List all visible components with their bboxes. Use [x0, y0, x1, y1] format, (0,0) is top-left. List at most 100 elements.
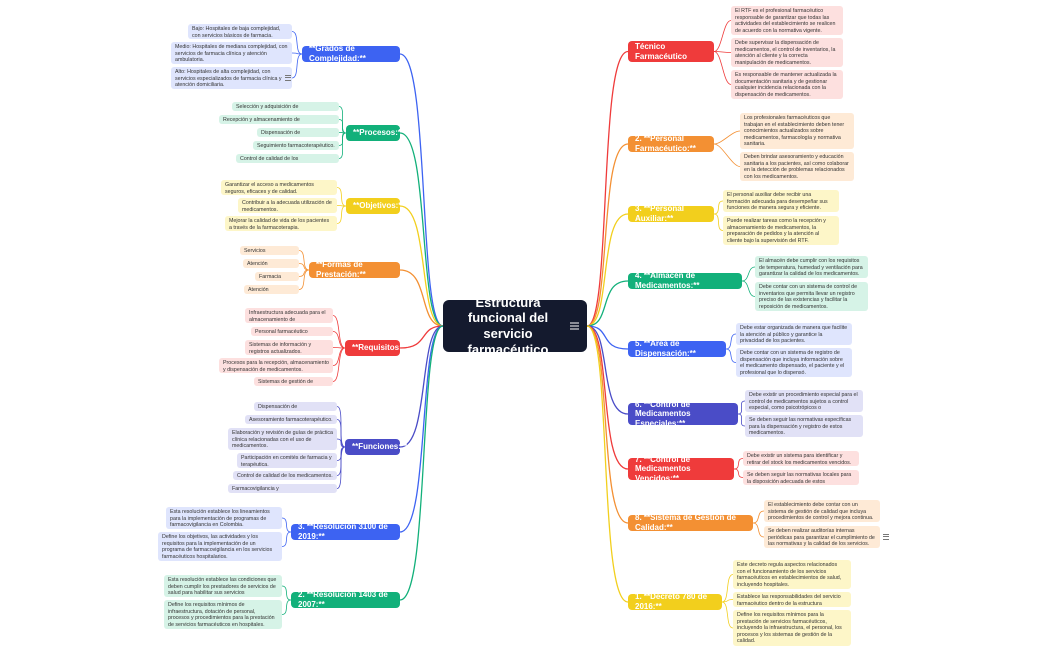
left-branch-2-item[interactable]: Selección y adquisición de medicamentos. [232, 102, 339, 111]
left-branch-label: **Funciones:** [352, 442, 408, 452]
connector-right-5 [586, 325, 629, 350]
right-branch-4-item[interactable]: Debe contar con un sistema de control de… [755, 282, 868, 311]
left-branch-5-item[interactable]: Sistemas de información y registros actu… [245, 340, 333, 355]
left-branch-6-item[interactable]: Dispensación de medicamentos. [254, 402, 337, 411]
left-branch-8-item[interactable]: Define los requisitos mínimos de infraes… [164, 600, 282, 629]
leaf-connector [281, 585, 292, 601]
left-branch-3[interactable]: **Objetivos:** [346, 198, 405, 214]
leaf-connector [332, 347, 346, 382]
left-branch-3-item[interactable]: Contribuir a la adecuada utilización de … [238, 198, 337, 213]
left-branch-5-item[interactable]: Procesos para la recepción, almacenamien… [219, 358, 333, 373]
leaf-connector [291, 31, 303, 55]
right-branch-3-item[interactable]: El personal auxiliar debe recibir una fo… [723, 190, 839, 212]
right-branch-8[interactable]: 8. **Sistema de Gestión de Calidad:** [628, 513, 753, 532]
right-branch-label: 2. **Personal Farmacéutico:** [635, 134, 696, 153]
note-lines-icon[interactable] [883, 532, 889, 541]
left-branch-6-item[interactable]: Control de calidad de los medicamentos. [233, 471, 337, 480]
left-branch-2[interactable]: **Procesos:** [346, 125, 404, 141]
left-branch-2-item[interactable]: Dispensación de medicamentos. [257, 128, 339, 137]
leaf-connector [741, 266, 756, 282]
right-branch-9-item[interactable]: Define los requisitos mínimos para la pr… [733, 610, 851, 646]
leaf-connector [721, 574, 734, 603]
connector-left-3 [399, 205, 444, 327]
right-branch-6-item[interactable]: Se deben seguir las normativas específic… [745, 415, 863, 437]
connector-left-6 [399, 325, 444, 448]
left-branch-2-item[interactable]: Control de calidad de los medicamentos. [236, 154, 339, 163]
right-branch-5-item[interactable]: Debe contar con un sistema de registro d… [736, 348, 852, 377]
left-branch-1[interactable]: **Grados de Complejidad:** [302, 44, 400, 63]
leaf-connector [721, 601, 734, 629]
connector-left-4 [399, 269, 444, 327]
right-branch-7-item[interactable]: Debe existir un sistema para identificar… [743, 451, 859, 466]
left-branch-6[interactable]: **Funciones:** [345, 439, 407, 455]
left-branch-label: 3. **Resolución 3100 de 2019:** [298, 522, 388, 541]
left-branch-3-item[interactable]: Garantizar el acceso a medicamentos segu… [221, 180, 337, 195]
central-topic-title: Estructura funcional del servicio farmac… [467, 294, 549, 357]
right-branch-label: 3. **Personal Auxiliar:** [635, 204, 684, 223]
right-branch-label: 7. **Control de Medicamentos Vencidos:** [635, 454, 691, 483]
left-branch-4-item[interactable]: Farmacia clínica. [255, 272, 299, 281]
left-branch-4-item[interactable]: Atención hospitalaria. [243, 259, 299, 268]
left-branch-4-item[interactable]: Servicios ambulatorios. [240, 246, 299, 255]
left-branch-6-item[interactable]: Participación en comités de farmacia y t… [237, 453, 337, 468]
left-branch-6-item[interactable]: Elaboración y revisión de guías de práct… [228, 428, 337, 450]
right-branch-9[interactable]: 1. **Decreto 780 de 2016:** [628, 592, 722, 611]
right-branch-5[interactable]: 5. **Área de Dispensación:** [628, 339, 726, 358]
right-branch-4-item[interactable]: El almacén debe cumplir con los requisit… [755, 256, 868, 278]
left-branch-5-item[interactable]: Infraestructura adecuada para el almacen… [245, 308, 333, 323]
left-branch-label: **Procesos:** [353, 128, 405, 138]
right-branch-2-item[interactable]: Deben brindar asesoramiento y educación … [740, 152, 854, 181]
left-branch-8[interactable]: 2. **Resolución 1403 de 2007:** [291, 590, 400, 609]
right-branch-1-item[interactable]: El RTF es el profesional farmacéutico re… [731, 6, 843, 35]
connector-right-6 [586, 325, 629, 415]
right-branch-6[interactable]: 6. **Control de Medicamentos Especiales:… [628, 400, 738, 428]
left-branch-4[interactable]: **Formas de Prestación:** [309, 260, 400, 279]
right-branch-2-item[interactable]: Los profesionales farmacéuticos que trab… [740, 113, 854, 149]
right-branch-3[interactable]: 3. **Personal Auxiliar:** [628, 204, 714, 223]
left-branch-5-item[interactable]: Personal farmacéutico calificado. [251, 327, 333, 336]
right-branch-1-item[interactable]: Es responsable de mantener actualizada l… [731, 70, 843, 99]
left-branch-8-item[interactable]: Esta resolución establece las condicione… [164, 575, 282, 597]
right-branch-label: 1. **Decreto 780 de 2016:** [635, 592, 708, 611]
left-branch-7-item[interactable]: Define los objetivos, las actividades y … [158, 532, 282, 561]
left-branch-6-item[interactable]: Asesoramiento farmacoterapéutico. [245, 415, 337, 424]
right-branch-8-item[interactable]: El establecimiento debe contar con un si… [764, 500, 880, 522]
left-branch-2-item[interactable]: Recepción y almacenamiento de medicament… [219, 115, 339, 124]
left-branch-label: **Grados de Complejidad:** [309, 44, 366, 63]
right-branch-7[interactable]: 7. **Control de Medicamentos Vencidos:** [628, 455, 734, 483]
left-branch-7[interactable]: 3. **Resolución 3100 de 2019:** [291, 522, 400, 541]
leaf-connector [338, 132, 347, 159]
leaf-connector [281, 517, 292, 533]
right-branch-8-item[interactable]: Se deben realizar auditorías internas pe… [764, 526, 880, 548]
right-branch-5-item[interactable]: Debe estar organizada de manera que faci… [736, 323, 852, 345]
central-topic[interactable]: Estructura funcional del servicio farmac… [443, 295, 587, 357]
left-branch-1-item[interactable]: Bajo: Hospitales de baja complejidad, co… [188, 24, 292, 39]
left-branch-3-item[interactable]: Mejorar la calidad de vida de los pacien… [225, 216, 337, 231]
leaf-connector [338, 106, 347, 134]
leaf-connector [721, 599, 734, 603]
left-branch-7-item[interactable]: Esta resolución establece los lineamient… [166, 507, 282, 529]
left-branch-1-item[interactable]: Medio: Hospitales de mediana complejidad… [171, 42, 292, 64]
right-branch-1-item[interactable]: Debe supervisar la dispensación de medic… [731, 38, 843, 67]
leaf-connector [737, 413, 746, 427]
right-branch-3-item[interactable]: Puede realizar tareas como la recepción … [723, 216, 839, 245]
left-branch-5-item[interactable]: Sistemas de gestión de calidad. [254, 377, 333, 386]
left-branch-2-item[interactable]: Seguimiento farmacoterapéutico. [253, 141, 339, 150]
left-branch-6-item[interactable]: Farmacovigilancia y farmacoepidemiología… [228, 484, 337, 493]
menu-lines-icon[interactable] [570, 321, 579, 332]
right-branch-6-item[interactable]: Debe existir un procedimiento especial p… [745, 390, 863, 412]
connector-left-5 [399, 325, 444, 349]
right-branch-9-item[interactable]: Este decreto regula aspectos relacionado… [733, 560, 851, 589]
note-lines-icon[interactable] [285, 73, 291, 82]
left-branch-5[interactable]: **Requisitos:** [345, 340, 408, 356]
right-branch-2[interactable]: 2. **Personal Farmacéutico:** [628, 134, 714, 153]
right-branch-9-item[interactable]: Establece las responsabilidades del serv… [733, 592, 851, 607]
right-branch-1[interactable]: 1. **Responsable Técnico Farmacéutico (R… [628, 32, 714, 70]
left-branch-4-item[interactable]: Atención domiciliaria. [244, 285, 299, 294]
left-branch-1-item[interactable]: Alto: Hospitales de alta complejidad, co… [171, 67, 292, 89]
leaf-connector [336, 205, 347, 224]
connector-right-8 [586, 325, 629, 524]
right-branch-4[interactable]: 4. **Almacén de Medicamentos:** [628, 271, 742, 290]
right-branch-7-item[interactable]: Se deben seguir las normativas locales p… [743, 470, 859, 485]
leaf-connector [713, 200, 724, 215]
